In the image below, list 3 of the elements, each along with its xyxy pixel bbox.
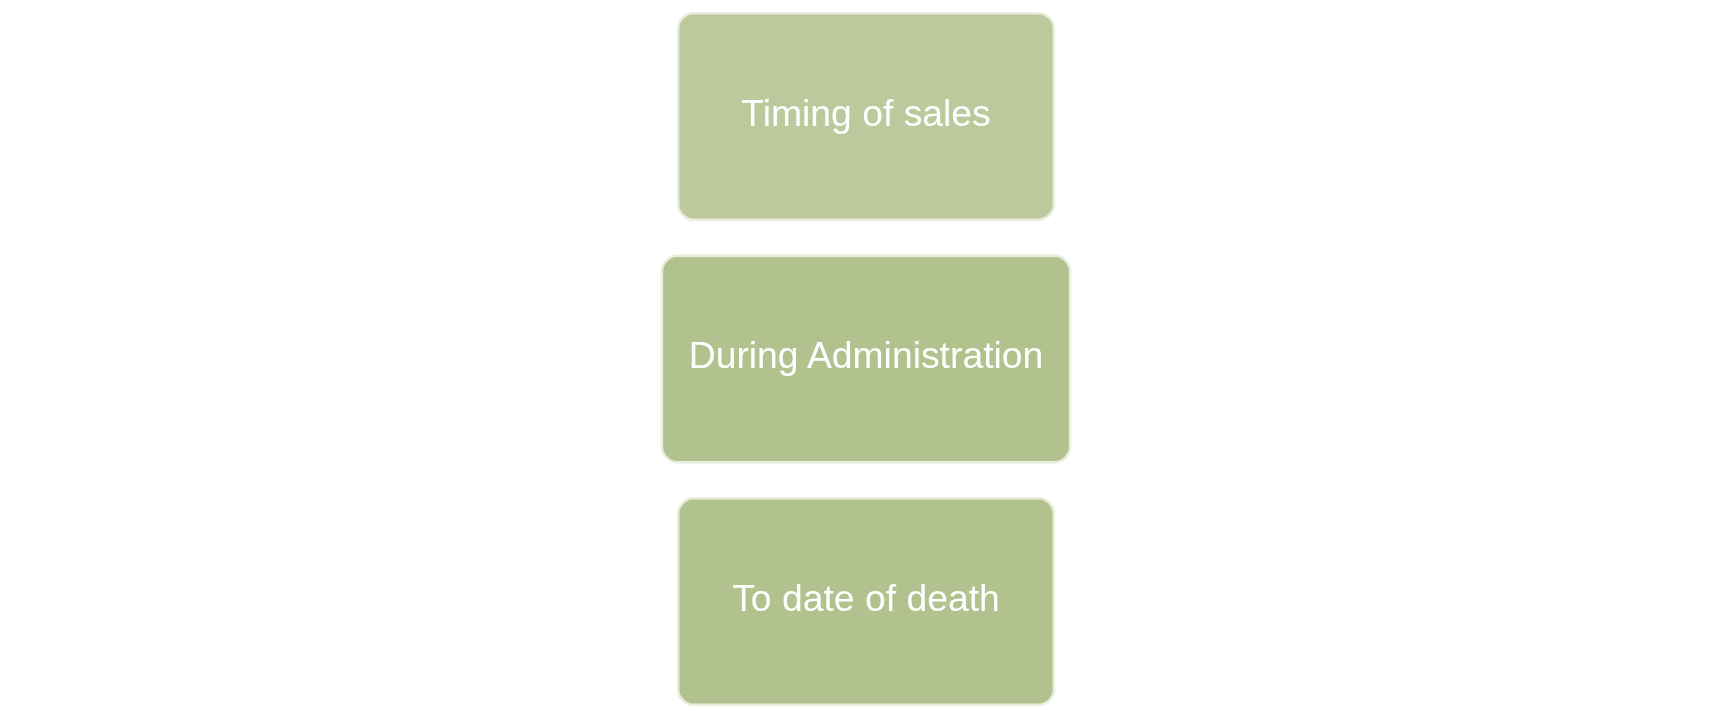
node-box: To date of death [676, 497, 1055, 707]
node-box: Timing of sales [676, 11, 1055, 221]
node-box: During Administration [660, 254, 1071, 464]
